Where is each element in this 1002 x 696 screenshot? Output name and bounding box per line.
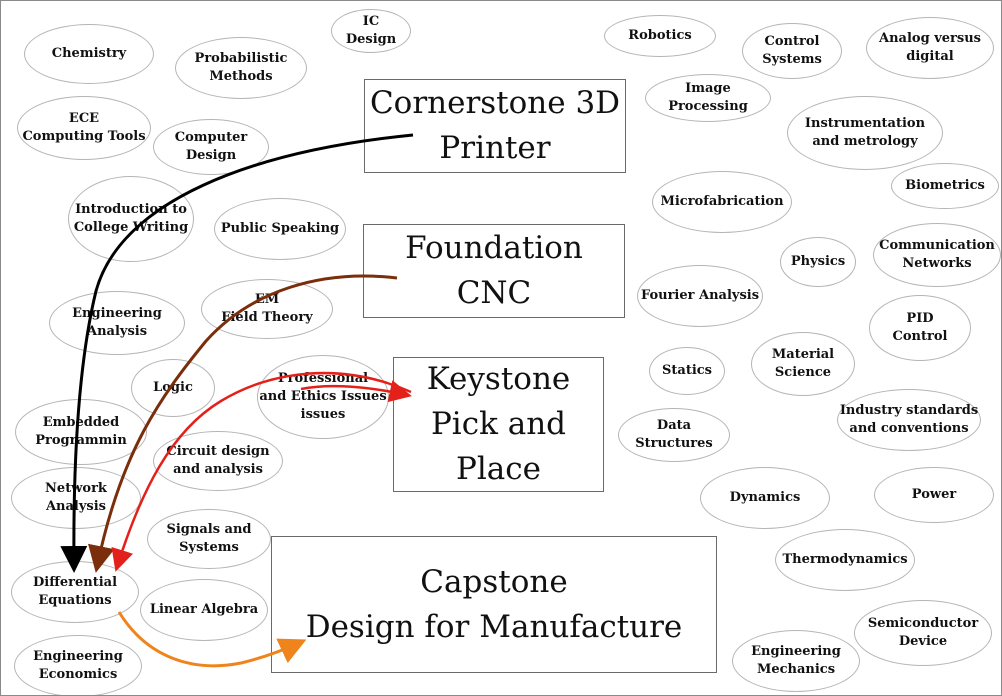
project-capstone: Capstone Design for Manufacture (271, 536, 717, 673)
course-logic: Logic (131, 359, 215, 417)
course-ece-computing-tools: ECE Computing Tools (17, 96, 151, 160)
course-engineering-analysis: Engineering Analysis (49, 291, 185, 355)
course-professional-and-ethics-issues: Professional and Ethics Issues issues (257, 355, 389, 439)
course-probabilistic-methods: Probabilistic Methods (175, 37, 307, 99)
course-statics: Statics (649, 347, 725, 395)
course-instrumentation-and-metrology: Instrumentation and metrology (787, 96, 943, 170)
course-industry-standards-and-conventions: Industry standards and conventions (837, 389, 981, 451)
course-control-systems: Control Systems (742, 23, 842, 79)
course-microfabrication: Microfabrication (652, 171, 792, 233)
course-engineering-mechanics: Engineering Mechanics (732, 630, 860, 692)
course-signals-and-systems: Signals and Systems (147, 509, 271, 569)
course-communication-networks: Communication Networks (873, 223, 1001, 287)
course-embedded-programming: Embedded Programmin (15, 399, 147, 465)
course-physics: Physics (780, 237, 856, 287)
course-network-analysis: Network Analysis (11, 467, 141, 529)
course-semiconductor-device: Semiconductor Device (854, 600, 992, 666)
course-public-speaking: Public Speaking (214, 198, 346, 260)
course-image-processing: Image Processing (645, 74, 771, 122)
course-fourier-analysis: Fourier Analysis (637, 265, 763, 327)
course-data-structures: Data Structures (618, 408, 730, 462)
course-circuit-design-and-analysis: Circuit design and analysis (153, 431, 283, 491)
course-material-science: Material Science (751, 332, 855, 396)
course-engineering-economics: Engineering Economics (14, 635, 142, 695)
course-dynamics: Dynamics (700, 467, 830, 529)
course-em-field-theory: EM Field Theory (201, 279, 333, 339)
course-introduction-to-college-writing: Introduction to College Writing (68, 176, 194, 262)
project-cornerstone: Cornerstone 3D Printer (364, 79, 626, 173)
project-keystone: Keystone Pick and Place (393, 357, 604, 492)
course-pid-control: PID Control (869, 295, 971, 361)
course-biometrics: Biometrics (891, 163, 999, 209)
course-analog-versus-digital: Analog versus digital (866, 17, 994, 79)
course-robotics: Robotics (604, 15, 716, 57)
course-power: Power (874, 467, 994, 523)
course-linear-algebra: Linear Algebra (140, 579, 268, 641)
course-computer-design: Computer Design (153, 119, 269, 175)
course-ic-design: IC Design (331, 9, 411, 53)
project-foundation: Foundation CNC (363, 224, 625, 318)
course-differential-equations: Differential Equations (11, 561, 139, 623)
course-thermodynamics: Thermodynamics (775, 529, 915, 591)
course-chemistry: Chemistry (24, 24, 154, 84)
